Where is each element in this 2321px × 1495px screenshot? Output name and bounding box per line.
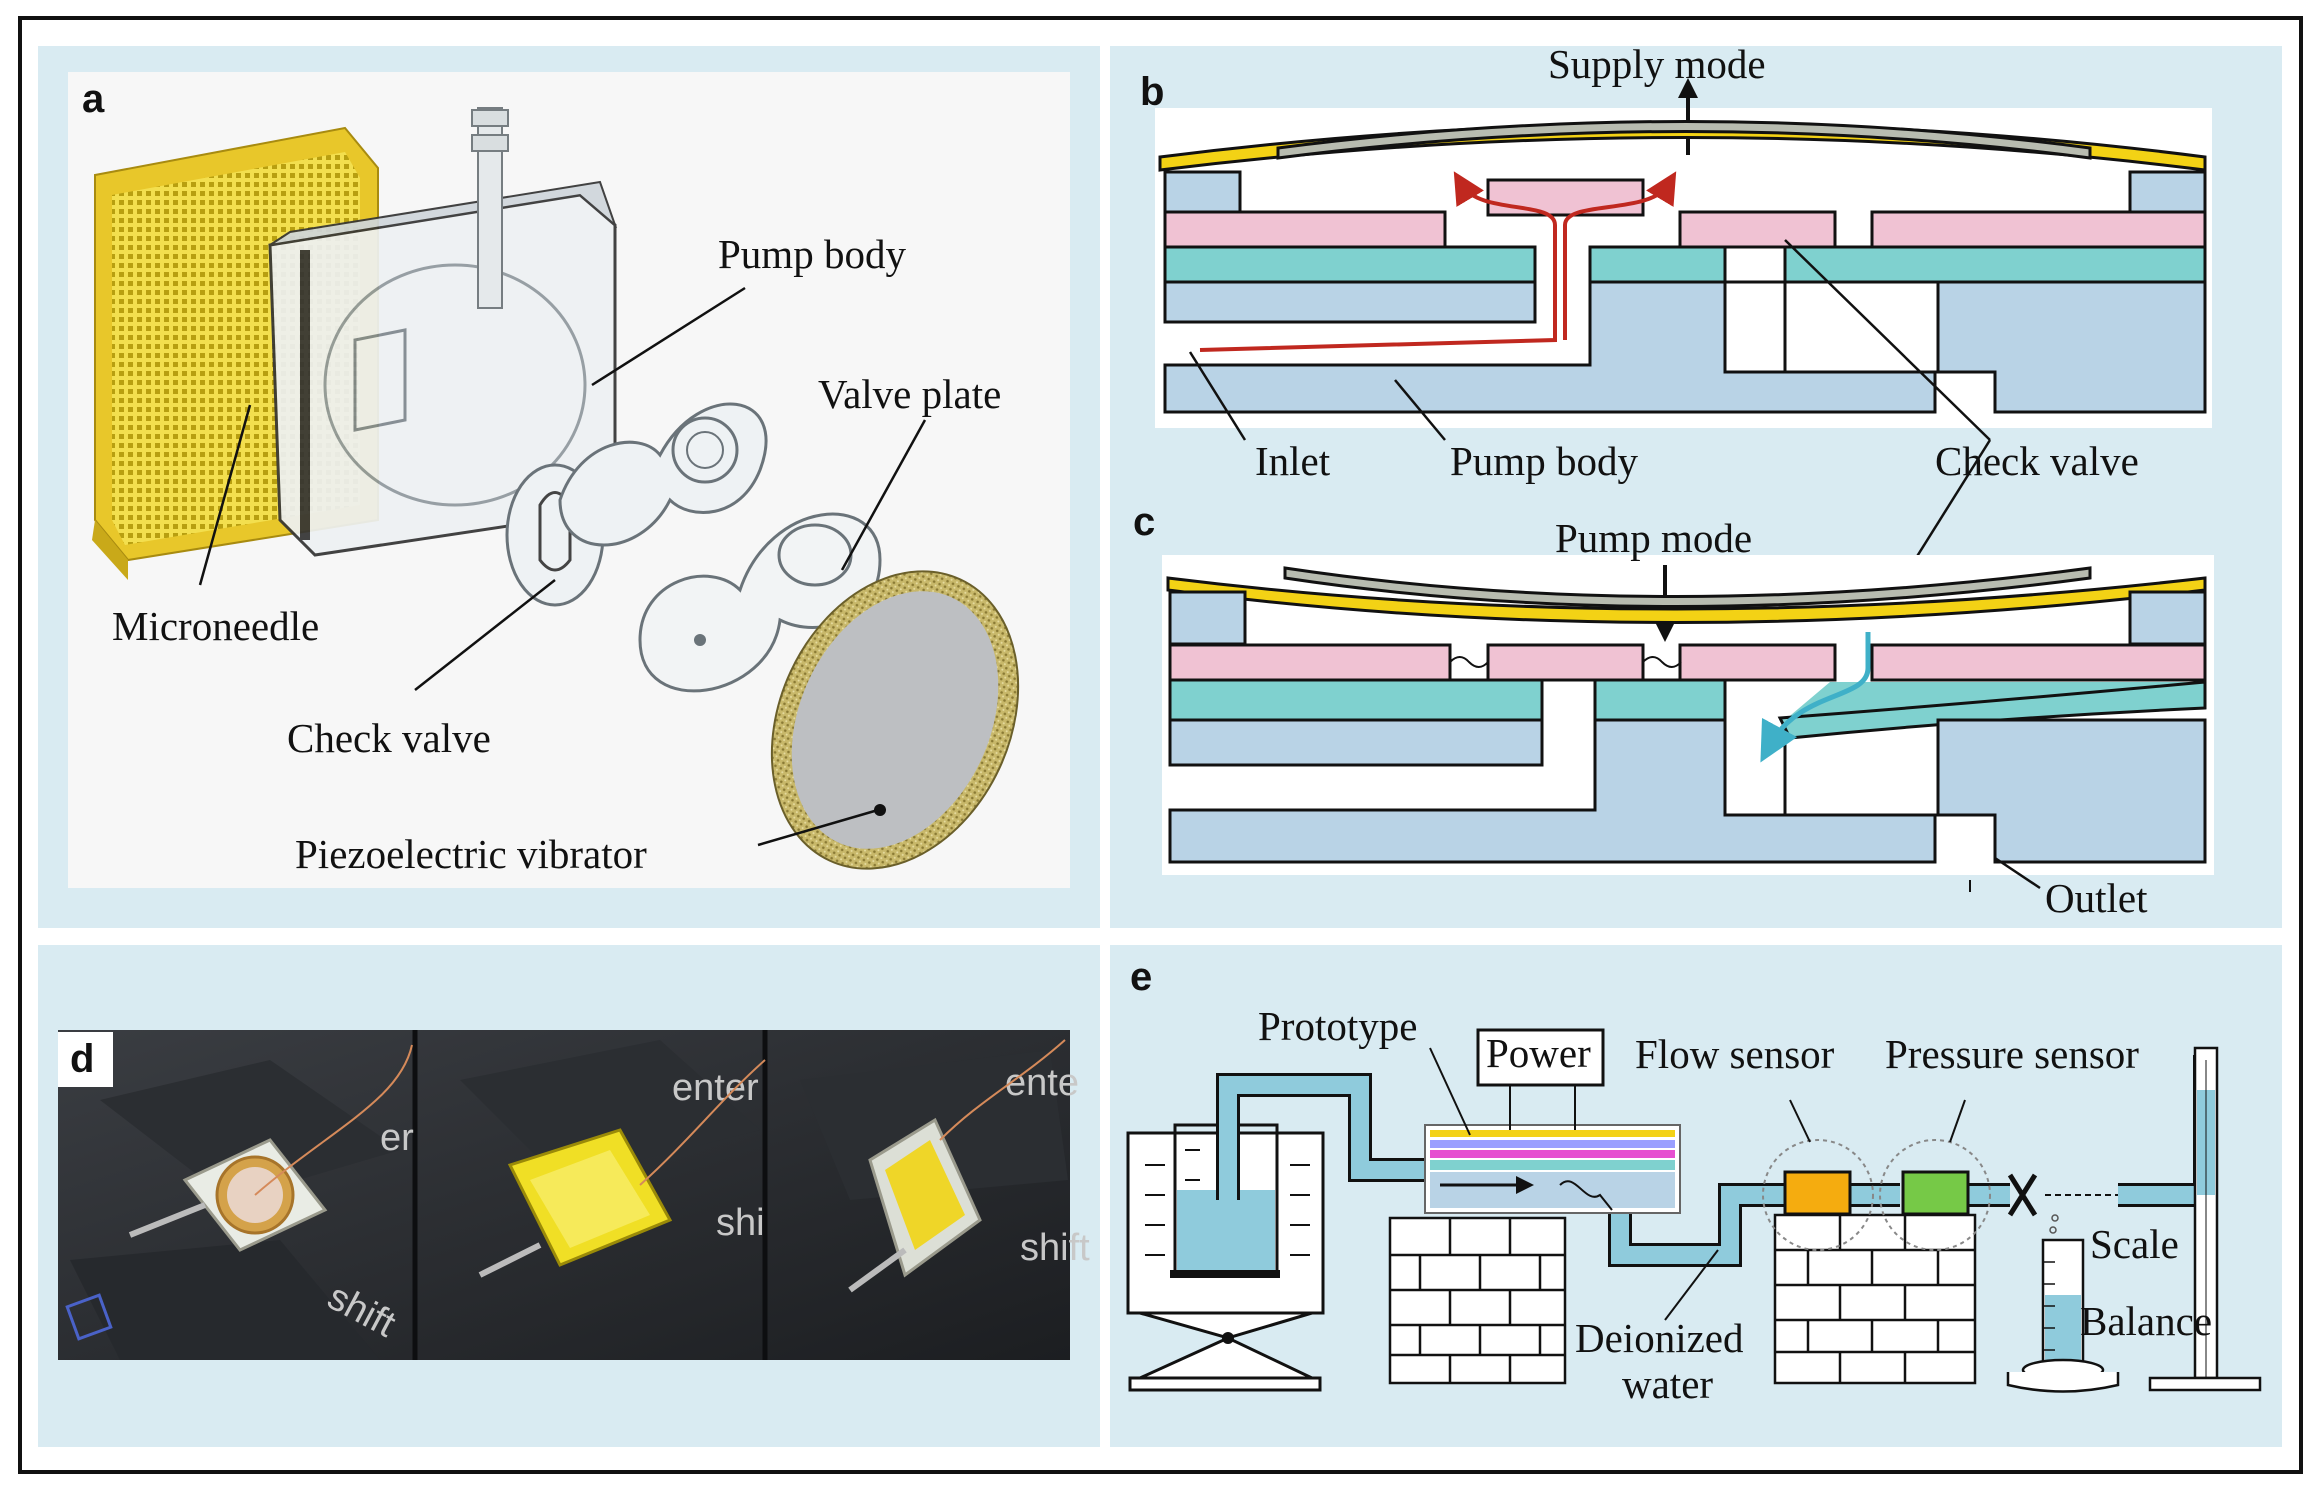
- valve-plate-left-b: [1163, 210, 1447, 249]
- measuring-cylinder: [2006, 1214, 2120, 1393]
- panel-d: d d shift enter shi ente shift er: [38, 945, 1100, 1447]
- label-prototype: Prototype: [1258, 1003, 1417, 1049]
- label-inlet: Inlet: [1255, 438, 1331, 484]
- panel-a: a: [38, 46, 1100, 928]
- panel-d-letter-box: d: [70, 1037, 94, 1081]
- pump-body-block: [268, 107, 618, 557]
- key-icon: [65, 1293, 113, 1341]
- label-pressure-sensor: Pressure sensor: [1885, 1031, 2139, 1077]
- label-pump-body-a: Pump body: [718, 231, 906, 277]
- key-text-shift-2: shi: [716, 1202, 765, 1244]
- valve-flap-b: [1486, 178, 1645, 217]
- label-valve-plate: Valve plate: [818, 371, 1001, 417]
- upper-valve-plate: [558, 402, 768, 547]
- label-microneedle: Microneedle: [112, 603, 319, 649]
- burette-stand: [2148, 1046, 2262, 1392]
- panel-a-callouts: [198, 286, 927, 847]
- key-text-shift-3: shift: [1020, 1227, 1090, 1269]
- label-piezoelectric-vibrator: Piezoelectric vibrator: [295, 831, 647, 877]
- vibrator-ceramic-c: [1283, 566, 2092, 608]
- power-supply: Power: [1476, 1028, 1605, 1130]
- label-power: Power: [1486, 1030, 1591, 1076]
- prototype-photo-2: [478, 1059, 766, 1278]
- key-text-enter-2: ente: [1005, 1062, 1079, 1104]
- panel-c-letter: c: [1133, 500, 1155, 544]
- label-water: water: [1622, 1361, 1713, 1407]
- panel-b-letter: b: [1140, 70, 1164, 114]
- label-flow-sensor: Flow sensor: [1635, 1031, 1835, 1077]
- label-pump-mode: Pump mode: [1555, 515, 1752, 561]
- pressure-sensor: [1879, 1099, 1991, 1251]
- valve-cross: [2007, 1173, 2038, 1217]
- vibrator-ceramic-b: [1276, 120, 2092, 160]
- pump-body-b: [1163, 280, 2207, 414]
- panel-e: e: [1110, 945, 2282, 1447]
- flow-path-left: [1199, 171, 1557, 352]
- label-supply-mode: Supply mode: [1548, 41, 1766, 87]
- label-pump-body-b: Pump body: [1450, 438, 1638, 484]
- flow-path-outlet: [1760, 632, 1871, 763]
- flow-sensor: [1762, 1099, 1874, 1251]
- label-outlet: Outlet: [2045, 875, 2148, 921]
- tubing: [1216, 1055, 2217, 1267]
- flow-path-right: [1563, 171, 1677, 340]
- supply-mode-arrow: [1678, 78, 1698, 155]
- label-deionized: Deionized: [1575, 1315, 1743, 1361]
- label-check-valve-b: Check valve: [1935, 438, 2139, 484]
- panel-a-letter: a: [82, 77, 105, 121]
- brick-stand-right: [1773, 1213, 1977, 1385]
- prototype-photo-1: [128, 1044, 413, 1252]
- label-scale: Scale: [2090, 1221, 2179, 1267]
- panel-bc: b Supply mode: [1110, 41, 2282, 928]
- label-balance: Balance: [2080, 1298, 2212, 1344]
- pump-body-c: [1168, 718, 2207, 864]
- prototype-photo-3: [848, 1039, 1066, 1293]
- panel-e-letter: e: [1130, 955, 1152, 999]
- prototype-device: [1424, 1124, 1681, 1214]
- piezoelectric-vibrator: [770, 570, 1020, 870]
- check-valve-flap-c: [1777, 680, 2207, 740]
- label-check-valve-a: Check valve: [287, 715, 491, 761]
- vibrator-gold-layer-c: [1166, 576, 2207, 624]
- key-text-enter-1: enter: [672, 1067, 759, 1109]
- key-text-er: er: [380, 1117, 414, 1159]
- brick-stand-left: [1388, 1216, 1567, 1385]
